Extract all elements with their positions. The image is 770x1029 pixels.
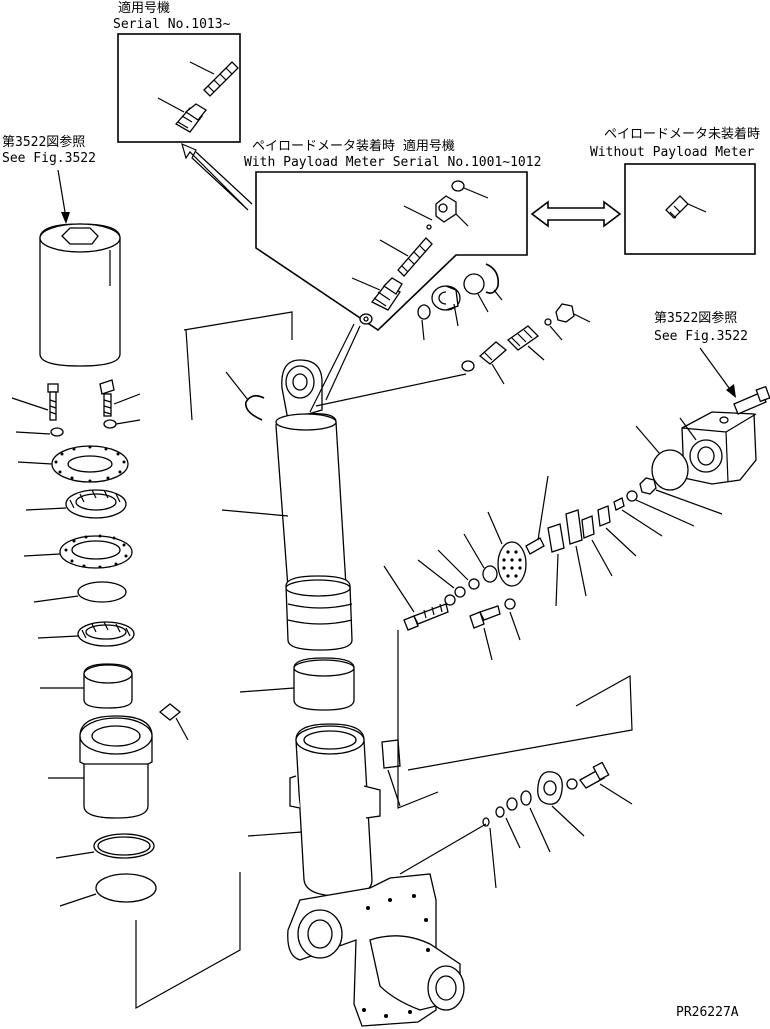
- inset-nopayload-frame: [624, 163, 756, 255]
- plug-bolt-part: [665, 195, 707, 219]
- seal-ring-part: [417, 304, 431, 341]
- inset-nopayload-title-jp: ペイロードメータ未装着時: [604, 126, 760, 142]
- sensor-washer: [461, 360, 475, 372]
- ref-right-en: See Fig.3522: [654, 329, 748, 344]
- inset-top-title-jp: 適用号機: [118, 0, 170, 16]
- valve-gasket-part: [613, 497, 663, 537]
- fitting-o-ring-2: [506, 797, 518, 811]
- cylinder-head-part: [48, 715, 153, 819]
- sensor-head-part: [403, 195, 469, 227]
- fitting-pin-part: [482, 817, 490, 827]
- o-ring-gland: [463, 273, 489, 313]
- label-plate-part: [381, 739, 401, 807]
- ref-left-jp: 第3522図参照: [2, 134, 85, 150]
- fitting-o-ring-3: [495, 806, 505, 818]
- bracket-line-top: [183, 311, 293, 340]
- snap-ring-part: [225, 371, 265, 421]
- pin-part: [525, 475, 549, 555]
- left-bolt-2: [99, 379, 141, 417]
- sensor-nut-part: [555, 303, 591, 323]
- lock-nut-part: [25, 489, 127, 519]
- snap-ring-gland: [485, 263, 503, 301]
- inset-payload-title-jp: ペイロードメータ装着時 適用号機: [252, 138, 455, 154]
- valve-block-part: [679, 411, 757, 485]
- valve-bolt-part: [733, 385, 770, 415]
- sensor-spring-part: [506, 325, 545, 361]
- inset-top-title-en: Serial No.1013~: [113, 17, 231, 32]
- long-bolt-part: [383, 565, 449, 631]
- drawing-number: PR26227A: [676, 1005, 739, 1020]
- inset-nopayload-title-en: Without Payload Meter: [590, 145, 755, 160]
- washer-small-4: [444, 594, 456, 606]
- washer-part: [359, 313, 373, 325]
- o-ring-left-1: [33, 581, 127, 603]
- bracket-line-right: [407, 675, 633, 771]
- valve-washer-part: [626, 490, 695, 527]
- inset-without-payload-meter: ペイロードメータ未装着時 Without Payload Meter: [590, 126, 760, 255]
- plug-left-part: [158, 703, 189, 741]
- bracket-line-mid: [397, 630, 439, 809]
- shim-4: [547, 523, 565, 607]
- cylinder-rod-eye-part: [281, 359, 323, 421]
- o-ring-small-2: [437, 549, 480, 590]
- small-ring-part: [426, 224, 432, 230]
- sensor-rod-part: [379, 237, 433, 277]
- sensor-body-part: [351, 277, 403, 311]
- leader-washer-eye: [309, 323, 355, 413]
- sensor-adapter-part: [478, 341, 508, 385]
- ref-left-arrow: [57, 169, 70, 224]
- bracket-line-left: [135, 872, 241, 1010]
- inset-with-payload-meter: ペイロードメータ装着時 適用号機 With Payload Meter Seri…: [244, 138, 541, 332]
- fitting-link-line: [399, 823, 487, 875]
- shim-2: [581, 515, 613, 577]
- ref-right-jp: 第3522図参照: [654, 310, 737, 326]
- cylinder-tube-part: [247, 723, 381, 897]
- piston-part: [285, 575, 353, 651]
- washer-small-3: [417, 559, 466, 598]
- flange-ring-part: [17, 445, 129, 483]
- flange-fitting-part: [537, 771, 585, 837]
- ref-left-en: See Fig.3522: [2, 151, 96, 166]
- inset-top-frame: [117, 33, 241, 143]
- bushing-part: [40, 663, 133, 709]
- bearing-ring-part: [23, 534, 133, 569]
- wear-ring-part: [239, 657, 355, 711]
- small-o-ring: [544, 318, 552, 326]
- orifice-plate-part: [487, 511, 527, 587]
- cap-part: [451, 180, 489, 199]
- fitting-washer-part: [566, 778, 578, 790]
- cylinder-cover-part: [39, 223, 121, 367]
- sensor-plug-part: [157, 97, 207, 133]
- speed-sensor-part: [189, 61, 239, 97]
- sensor-gland-part: [431, 285, 461, 327]
- o-ring-small-1: [463, 533, 498, 583]
- left-washer-1: [15, 427, 64, 437]
- inset-payload-title-en: With Payload Meter Serial No.1001~1012: [244, 155, 541, 170]
- arrow-to-top-inset: [181, 142, 253, 211]
- cylinder-bottom-mount: [287, 873, 465, 1027]
- fitting-leaders: [489, 817, 521, 889]
- fitting-o-ring-1: [520, 790, 551, 853]
- left-washer-2: [103, 419, 141, 429]
- double-arrow: [530, 200, 622, 228]
- o-ring-left-2: [55, 833, 155, 859]
- shim-3: [565, 509, 587, 597]
- fitting-bolt-part: [579, 761, 633, 805]
- shim-1: [597, 505, 637, 557]
- ref-right-arrow: [699, 347, 736, 398]
- inset-payload-frame: [255, 171, 528, 332]
- disc-plate-part: [59, 873, 157, 907]
- left-bolt-1: [11, 383, 59, 421]
- retaining-ring-part: [37, 621, 135, 647]
- valve-nut-part: [639, 477, 723, 515]
- short-bolt-part: [469, 598, 521, 661]
- piston-rod-part: [221, 413, 347, 599]
- inset-serial-1013: 適用号機 Serial No.1013~: [113, 0, 241, 143]
- cover-disc-part: [635, 425, 689, 491]
